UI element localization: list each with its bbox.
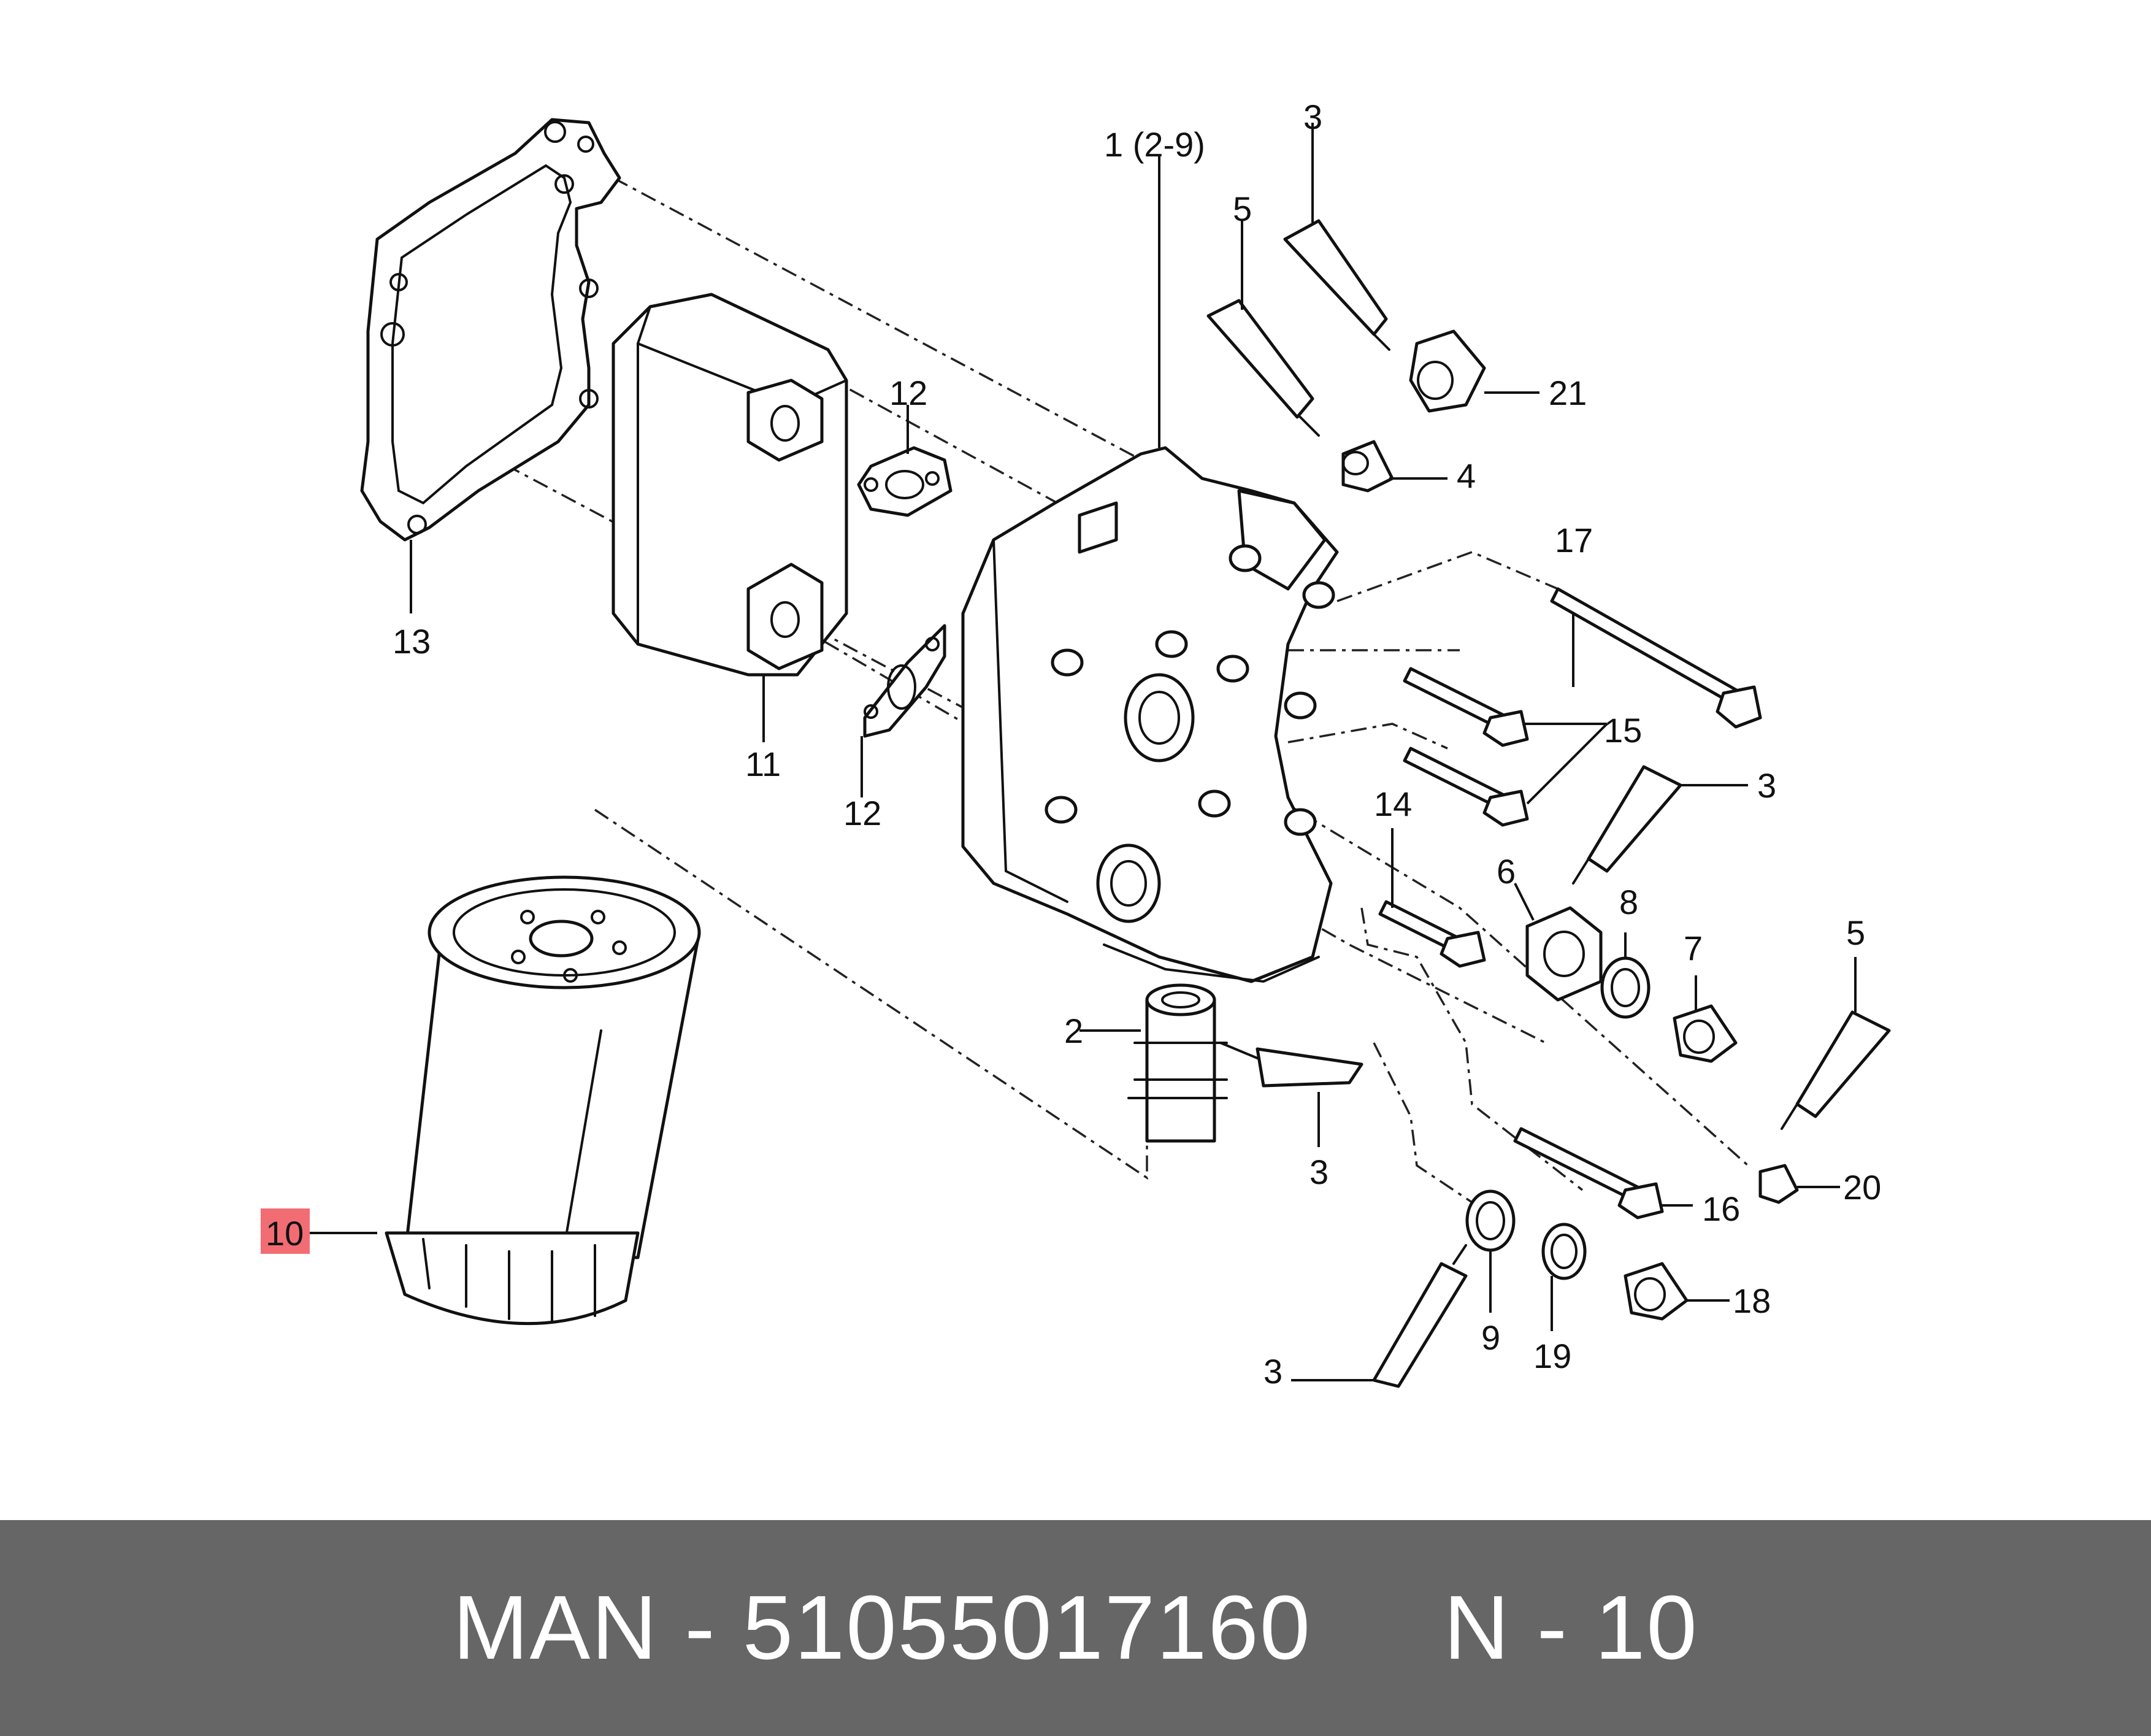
callout-16: 16	[1702, 1189, 1740, 1228]
cap-4	[1341, 440, 1394, 493]
sealant-tube-3-bottom	[1372, 1244, 1468, 1388]
sealant-tube-5-top	[1206, 299, 1320, 437]
part-number-footer: MAN - 51055017160 N - 10	[0, 1520, 2151, 1736]
callout-1: 1 (2-9)	[1104, 125, 1205, 164]
callout-3: 3	[1309, 1153, 1329, 1191]
callout-5: 5	[1846, 913, 1865, 952]
bolt-15-lower	[1403, 747, 1529, 827]
bolt-16	[1513, 1127, 1664, 1219]
callout-21: 21	[1549, 374, 1587, 412]
fitting-9	[1465, 1189, 1516, 1252]
plug-20	[1758, 1164, 1799, 1204]
callout-6: 6	[1497, 852, 1516, 891]
callout-3: 3	[1303, 98, 1322, 136]
callout-14: 14	[1374, 785, 1412, 823]
bolt-14	[1378, 900, 1486, 968]
oil-filter-10	[385, 875, 701, 1326]
callout-labels: 1 (2-9) 2 3 3 3 3 4 5 5 6 7 8 9 10 11 12…	[266, 98, 1881, 1391]
callout-17: 17	[1555, 521, 1593, 559]
callout-12: 12	[843, 794, 881, 832]
plug-18	[1624, 1262, 1689, 1321]
adapter-2	[1127, 983, 1228, 1143]
plug-7	[1673, 1004, 1738, 1063]
gasket-13	[360, 118, 621, 542]
bolt-17	[1550, 587, 1762, 729]
callout-12: 12	[889, 374, 927, 412]
callout-9: 9	[1481, 1318, 1500, 1357]
filter-housing-1	[961, 446, 1339, 983]
part-number-text: MAN - 51055017160 N - 10	[453, 1577, 1698, 1678]
callout-2: 2	[1064, 1012, 1083, 1050]
callout-3: 3	[1263, 1352, 1283, 1391]
sealant-tube-3-top	[1283, 219, 1390, 351]
callout-5: 5	[1233, 190, 1252, 228]
seal-ring-8	[1600, 956, 1651, 1019]
callout-19: 19	[1533, 1337, 1571, 1375]
callout-7: 7	[1684, 929, 1703, 967]
callout-15: 15	[1604, 711, 1642, 750]
seal-ring-19	[1541, 1223, 1587, 1280]
small-gasket-12-lower	[863, 624, 946, 738]
callout-8: 8	[1619, 883, 1638, 921]
fitting-6	[1525, 906, 1603, 1002]
small-gasket-12-upper	[857, 446, 953, 517]
oil-cooler-11	[612, 293, 848, 677]
bolt-15-upper	[1403, 667, 1529, 747]
highlight-box-10	[261, 1208, 310, 1254]
callout-18: 18	[1733, 1281, 1771, 1320]
sealant-tube-3-center	[1219, 1042, 1363, 1088]
callout-3: 3	[1757, 766, 1776, 805]
plug-21	[1409, 329, 1486, 413]
callout-13: 13	[393, 622, 431, 661]
callout-11: 11	[745, 745, 781, 783]
sealant-tube-3-right	[1572, 765, 1682, 885]
callout-20: 20	[1843, 1168, 1881, 1207]
exploded-parts-diagram: 1 (2-9) 2 3 3 3 3 4 5 5 6 7 8 9 10 11 12…	[261, 98, 1891, 1391]
leader-lines	[301, 123, 1857, 1381]
callout-4: 4	[1457, 456, 1476, 495]
callout-10: 10	[266, 1214, 304, 1253]
sealant-tube-5-right	[1781, 1010, 1891, 1130]
